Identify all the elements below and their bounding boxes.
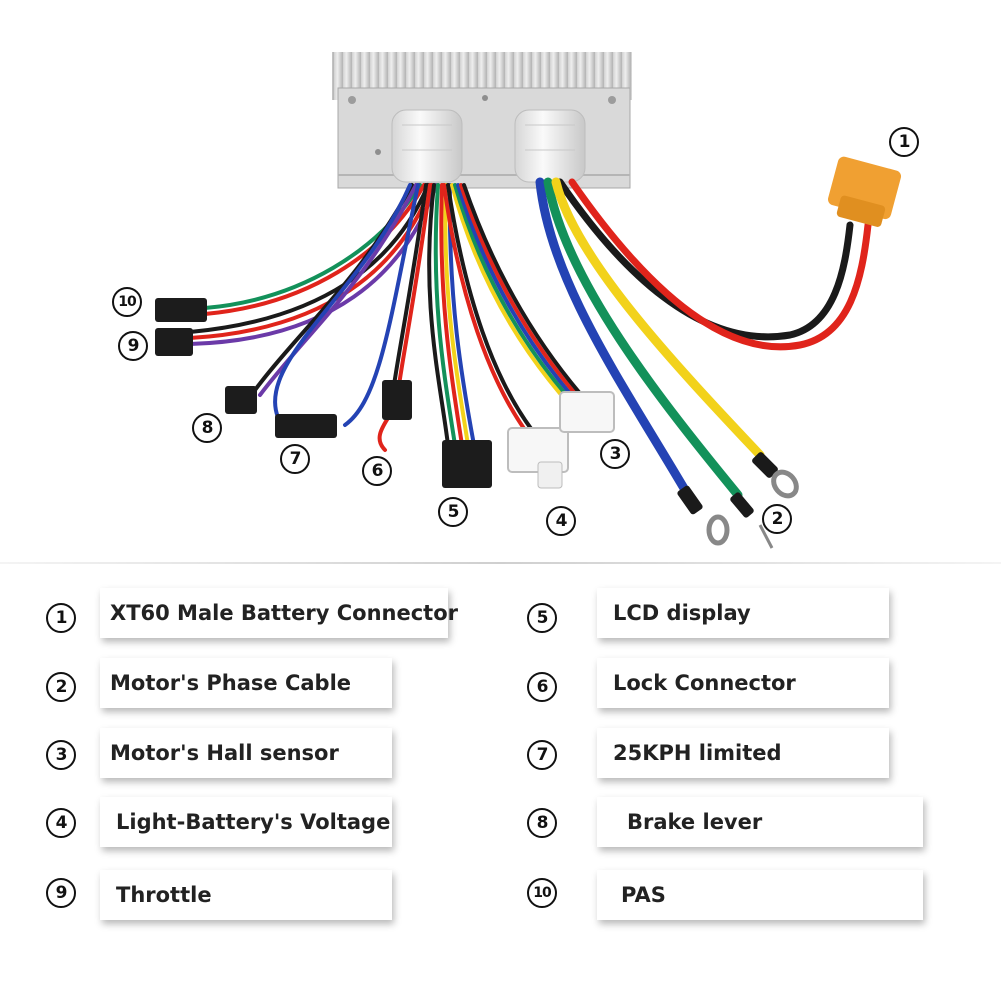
throttle-connector [155, 328, 193, 356]
legend-badge-5: 5 [527, 603, 557, 633]
controller-wiring-diagram [155, 52, 902, 549]
legend-label-1: XT60 Male Battery Connector [100, 588, 458, 638]
legend-label-7: 25KPH limited [597, 728, 889, 778]
legend-label-10: PAS [597, 870, 923, 920]
legend-badge-4: 4 [46, 808, 76, 838]
right-cable-gland [514, 109, 586, 183]
callout-badge-5: 5 [438, 497, 468, 527]
xt60-connector [828, 156, 902, 227]
limit-connector [275, 414, 337, 438]
legend-badge-2: 2 [46, 672, 76, 702]
legend-badge-3: 3 [46, 740, 76, 770]
signal-wires [188, 183, 592, 452]
callout-badge-8: 8 [192, 413, 222, 443]
callout-badge-1: 1 [889, 127, 919, 157]
legend-label-4: Light-Battery's Voltage [100, 797, 392, 847]
phase-wire-terminals [677, 452, 799, 549]
brake-connector [225, 386, 257, 414]
legend-badge-7: 7 [527, 740, 557, 770]
callout-badge-3: 3 [600, 439, 630, 469]
callout-badge-6: 6 [362, 456, 392, 486]
legend-label-8: Brake lever [597, 797, 923, 847]
legend-label-6: Lock Connector [597, 658, 889, 708]
section-divider [0, 562, 1001, 564]
hall-connector [559, 391, 615, 433]
legend-label-5: LCD display [597, 588, 889, 638]
light-connector [507, 427, 569, 489]
callout-badge-2: 2 [762, 504, 792, 534]
battery-wires [556, 178, 872, 351]
legend-badge-9: 9 [46, 878, 76, 908]
callout-badge-4: 4 [546, 506, 576, 536]
pas-connector [155, 298, 207, 322]
lcd-connector [442, 440, 492, 488]
legend-label-3: Motor's Hall sensor [100, 728, 392, 778]
controller-housing [332, 52, 632, 189]
lock-connector [382, 380, 412, 420]
legend-badge-6: 6 [527, 672, 557, 702]
left-cable-gland [391, 109, 463, 183]
callout-badge-7: 7 [280, 444, 310, 474]
legend-badge-8: 8 [527, 808, 557, 838]
phase-wires [535, 177, 765, 500]
callout-badge-9: 9 [118, 331, 148, 361]
legend-badge-10: 10 [527, 878, 557, 908]
legend-label-9: Throttle [100, 870, 392, 920]
legend-badge-1: 1 [46, 603, 76, 633]
legend-label-2: Motor's Phase Cable [100, 658, 392, 708]
callout-badge-10: 10 [112, 287, 142, 317]
